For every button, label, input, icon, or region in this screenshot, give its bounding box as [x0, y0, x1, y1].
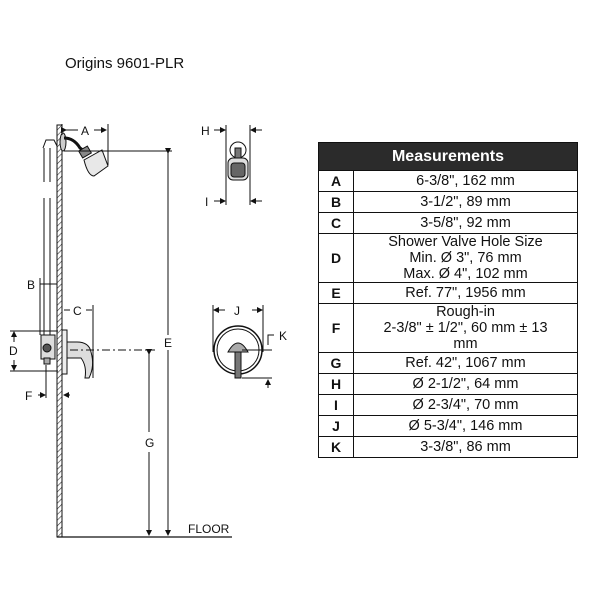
- valve-trim-front: [213, 325, 263, 379]
- row-value: Ref. 77", 1956 mm: [353, 282, 578, 304]
- row-value: 3-1/2", 89 mm: [353, 191, 578, 213]
- dim-label-e: E: [164, 336, 172, 350]
- row-key: I: [318, 394, 354, 416]
- row-value: 3-5/8", 92 mm: [353, 212, 578, 234]
- shower-head-front: [227, 141, 249, 181]
- row-key: F: [318, 303, 354, 353]
- value-line: Ref. 77", 1956 mm: [405, 285, 526, 301]
- row-value: Ø 5-3/4", 146 mm: [353, 415, 578, 437]
- row-value: Ref. 42", 1067 mm: [353, 352, 578, 374]
- valve-side: [40, 329, 94, 379]
- table-row: A 6-3/8", 162 mm: [318, 170, 578, 192]
- value-line: Ø 2-1/2", 64 mm: [412, 376, 519, 392]
- row-key: B: [318, 191, 354, 213]
- value-line: 3-1/2", 89 mm: [420, 194, 511, 210]
- row-key: A: [318, 170, 354, 192]
- dim-label-i: I: [205, 195, 208, 209]
- row-key: K: [318, 436, 354, 458]
- value-line: Rough-in: [436, 304, 495, 320]
- dim-label-f: F: [25, 389, 32, 403]
- row-value: Ø 2-1/2", 64 mm: [353, 373, 578, 395]
- table-row: E Ref. 77", 1956 mm: [318, 282, 578, 304]
- row-key: E: [318, 282, 354, 304]
- value-line: Max. Ø 4", 102 mm: [403, 266, 528, 282]
- value-line: 3-5/8", 92 mm: [420, 215, 511, 231]
- table-row: K 3-3/8", 86 mm: [318, 436, 578, 458]
- value-line: 6-3/8", 162 mm: [416, 173, 515, 189]
- row-value: Ø 2-3/4", 70 mm: [353, 394, 578, 416]
- dim-label-d: D: [9, 344, 18, 358]
- value-line: 2-3/8" ± 1/2", 60 mm ± 13: [383, 320, 548, 336]
- value-line: Ø 5-3/4", 146 mm: [408, 418, 523, 434]
- table-header: Measurements: [318, 142, 578, 171]
- value-line: mm: [453, 336, 478, 352]
- value-line: Shower Valve Hole Size: [388, 234, 543, 250]
- floor-label: FLOOR: [188, 522, 230, 536]
- row-key: D: [318, 233, 354, 283]
- dim-label-h: H: [201, 124, 210, 138]
- table-row: J Ø 5-3/4", 146 mm: [318, 415, 578, 437]
- table-row: B 3-1/2", 89 mm: [318, 191, 578, 213]
- value-line: 3-3/8", 86 mm: [420, 439, 511, 455]
- dim-label-k: K: [279, 329, 287, 343]
- row-key: H: [318, 373, 354, 395]
- row-key: J: [318, 415, 354, 437]
- value-line: Ø 2-3/4", 70 mm: [412, 397, 519, 413]
- product-title: Origins 9601-PLR: [65, 55, 185, 72]
- dim-label-a: A: [81, 124, 89, 138]
- value-line: Ref. 42", 1067 mm: [405, 355, 526, 371]
- table-row: I Ø 2-3/4", 70 mm: [318, 394, 578, 416]
- dim-label-g: G: [145, 436, 154, 450]
- dim-label-b: B: [27, 278, 35, 292]
- dim-label-c: C: [73, 304, 82, 318]
- value-line: Min. Ø 3", 76 mm: [409, 250, 522, 266]
- table-row: H Ø 2-1/2", 64 mm: [318, 373, 578, 395]
- table-row: G Ref. 42", 1067 mm: [318, 352, 578, 374]
- row-key: G: [318, 352, 354, 374]
- table-row: C 3-5/8", 92 mm: [318, 212, 578, 234]
- row-value: 6-3/8", 162 mm: [353, 170, 578, 192]
- measurements-table: Measurements A 6-3/8", 162 mm B 3-1/2", 89 …: [318, 142, 578, 458]
- row-key: C: [318, 212, 354, 234]
- dim-label-j: J: [234, 304, 240, 318]
- shower-head-side: [59, 132, 109, 177]
- row-value: 3-3/8", 86 mm: [353, 436, 578, 458]
